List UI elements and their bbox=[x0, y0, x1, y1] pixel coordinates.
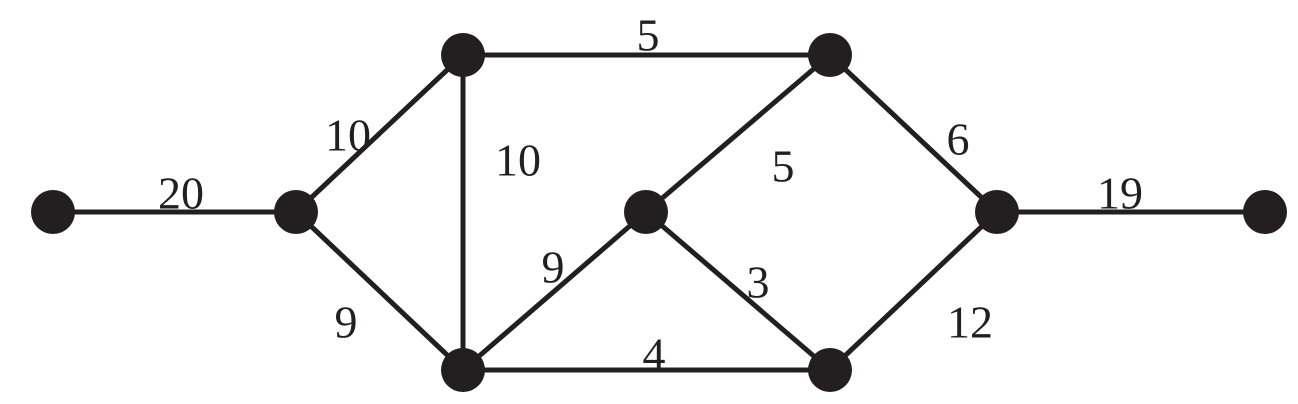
edge-weight-label-d-g: 4 bbox=[643, 329, 666, 380]
edge-weight-label-h-i: 19 bbox=[1097, 168, 1143, 219]
edge-b-c bbox=[293, 52, 466, 215]
edge-weight-label-b-d: 9 bbox=[335, 297, 358, 348]
graph-node-f bbox=[624, 190, 668, 234]
nodes bbox=[31, 33, 1287, 392]
graph-node-c bbox=[441, 33, 485, 77]
edge-weight-label-c-e: 5 bbox=[637, 10, 660, 61]
edge-weight-label-c-d: 10 bbox=[495, 135, 541, 186]
edge-weight-label-f-g: 3 bbox=[747, 257, 770, 308]
edge-e-f bbox=[643, 52, 833, 215]
edge-e-h bbox=[827, 52, 1000, 215]
graph-node-h bbox=[975, 190, 1019, 234]
edge-weight-label-e-f: 5 bbox=[772, 141, 795, 192]
graph-node-i bbox=[1243, 190, 1287, 234]
graph-node-a bbox=[31, 190, 75, 234]
graph-node-b bbox=[274, 190, 318, 234]
edge-weight-label-e-h: 6 bbox=[947, 114, 970, 165]
edge-weight-label-g-h: 12 bbox=[947, 297, 993, 348]
edge-weight-label-a-b: 20 bbox=[158, 168, 204, 219]
graph-node-d bbox=[441, 348, 485, 392]
edge-weight-label-d-f: 9 bbox=[542, 242, 565, 293]
edge-f-g bbox=[643, 209, 833, 373]
edge-g-h bbox=[827, 209, 1000, 373]
edge-weight-label-b-c: 10 bbox=[325, 110, 371, 161]
edge-b-d bbox=[293, 209, 466, 373]
edges bbox=[50, 52, 1268, 373]
graph-node-e bbox=[808, 33, 852, 77]
graph-node-g bbox=[808, 348, 852, 392]
edge-d-f bbox=[460, 209, 649, 373]
edge-weight-labels: 20 10 9 5 10 5 9 3 4 6 12 19 bbox=[158, 10, 1143, 380]
